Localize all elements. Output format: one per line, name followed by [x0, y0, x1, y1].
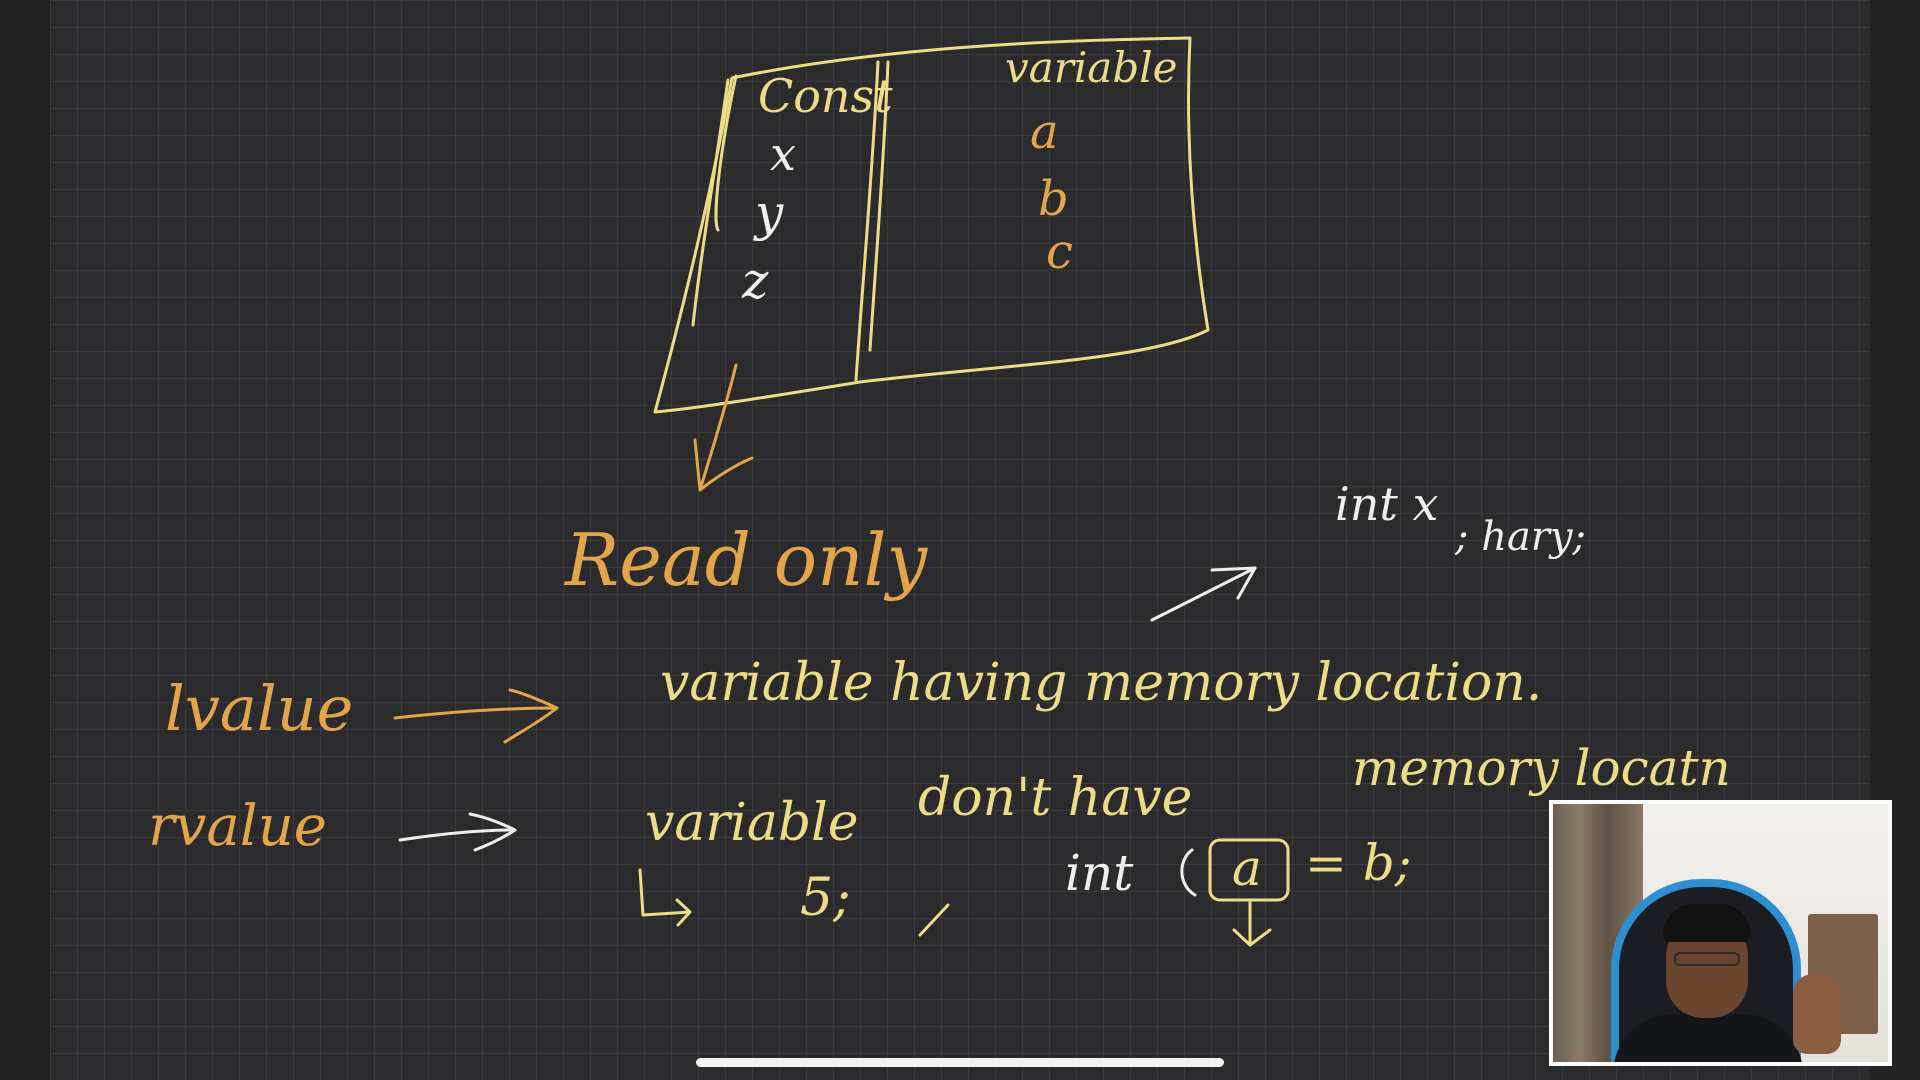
lvalue-description: variable having memory location.	[660, 653, 1542, 713]
rvalue-label: rvalue	[148, 794, 327, 859]
table-divider-2	[868, 60, 890, 352]
table-outline	[653, 36, 1210, 414]
rvalue-description-1: variable	[645, 793, 859, 853]
example-down-arrow	[1232, 898, 1272, 947]
example-slash	[918, 903, 950, 937]
table-right-item-a: a	[1030, 104, 1059, 160]
read-only-label: Read only	[563, 518, 928, 602]
presenter-hand	[1793, 974, 1841, 1054]
read-only-arrow	[693, 363, 754, 492]
presenter-glasses	[1674, 952, 1740, 966]
presenter-webcam	[1549, 800, 1892, 1066]
notes-canvas[interactable]	[50, 0, 1870, 1080]
table-left-inner-line	[714, 74, 738, 232]
rvalue-description-3: memory locatn	[1352, 739, 1731, 797]
rvalue-description-2: don't have	[918, 768, 1192, 828]
rvalue-arrow	[398, 812, 517, 852]
table-left-item-y: y	[753, 184, 784, 242]
home-indicator[interactable]	[696, 1058, 1224, 1067]
decl-line-2: ; hary;	[1454, 514, 1586, 560]
presenter-hair	[1663, 904, 1751, 942]
decl-arrow	[1150, 566, 1257, 622]
table-left-item-x: x	[770, 127, 796, 181]
decl-line-1: int x	[1335, 477, 1438, 531]
table-right-header: variable	[1005, 43, 1178, 92]
example-code-int: int	[1065, 844, 1134, 902]
table-right-item-b: b	[1038, 171, 1069, 227]
table-left-item-z: z	[741, 252, 769, 310]
example-paren-left	[1180, 848, 1197, 897]
table-right-item-c: c	[1046, 224, 1073, 280]
table-divider-1	[854, 60, 880, 382]
lvalue-arrow	[393, 688, 559, 744]
table-left-side	[691, 78, 730, 327]
example-code-assign: = b;	[1305, 834, 1412, 892]
presenter-body	[1613, 1014, 1803, 1062]
lvalue-label: lvalue	[165, 672, 353, 745]
table-left-header: Const	[758, 69, 893, 123]
example-code-a: a	[1232, 839, 1262, 897]
example-literal: 5;	[800, 868, 851, 928]
example-hook-arrow	[638, 868, 692, 927]
